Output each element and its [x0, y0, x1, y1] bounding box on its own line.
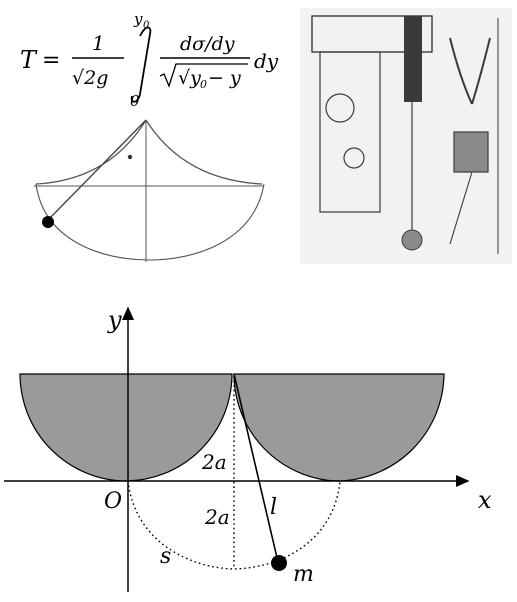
engraving-gear-icon [325, 93, 355, 123]
arc-length-label: s [160, 544, 171, 569]
formula-integrand-den-sub: 0 [200, 78, 207, 91]
engraving-gear-small-icon [343, 147, 365, 169]
formula-lower-limit: 0 [130, 92, 140, 110]
pendulum-bob-icon [271, 555, 287, 571]
left-cycloid-cheek [19, 373, 233, 482]
engraving-housing [404, 16, 422, 102]
cycloidal-pendulum-diagram: y x O 2a 2a l s m [4, 306, 492, 592]
y-axis-label: y [107, 306, 122, 334]
period-formula: T = 1 √2g y 0 0 dσ/dy √y 0 − y dy [20, 10, 279, 110]
huygens-clock-engraving [300, 8, 512, 264]
upper-2a-label: 2a [201, 450, 227, 474]
formula-upper-limit: y [133, 10, 143, 28]
formula-frac-den: √2g [72, 67, 108, 89]
formula-integrand-den-tail: − y [208, 67, 241, 89]
cycloid-cheek-right [145, 119, 263, 185]
pendulum-string [233, 373, 279, 563]
lower-2a-label: 2a [204, 505, 230, 529]
engraving-cycloid-cheeks [449, 37, 491, 105]
sketch-path-arc [35, 183, 265, 261]
formula-differential: dy [254, 49, 279, 73]
formula-integrand-den: √y [178, 67, 201, 89]
origin-label: O [104, 489, 122, 514]
engraving-mechanism [319, 51, 381, 213]
sketch-bob-icon [42, 216, 54, 228]
mass-label: m [293, 562, 314, 587]
string-length-label: l [270, 495, 277, 520]
formula-frac-num: 1 [92, 31, 105, 55]
formula-equals: = [42, 48, 60, 73]
cycloid-cheek-left [35, 119, 147, 185]
formula-lhs: T [20, 46, 38, 74]
cycloid-pendulum-sketch [34, 119, 265, 262]
sqrt-sign-icon [159, 63, 248, 88]
integral-sign-icon [130, 26, 152, 103]
sketch-point [127, 154, 133, 160]
x-axis-label: x [478, 486, 492, 514]
formula-integrand-num: dσ/dy [180, 33, 235, 55]
sketch-string [47, 119, 147, 221]
right-cycloid-cheek [233, 373, 445, 482]
engraving-clock-box [453, 131, 489, 173]
engraving-pendulum-bob-icon [401, 229, 423, 251]
formula-upper-limit-sub: 0 [143, 20, 150, 31]
bob-path-arc [127, 480, 341, 570]
engraving-right-rod [449, 171, 473, 245]
